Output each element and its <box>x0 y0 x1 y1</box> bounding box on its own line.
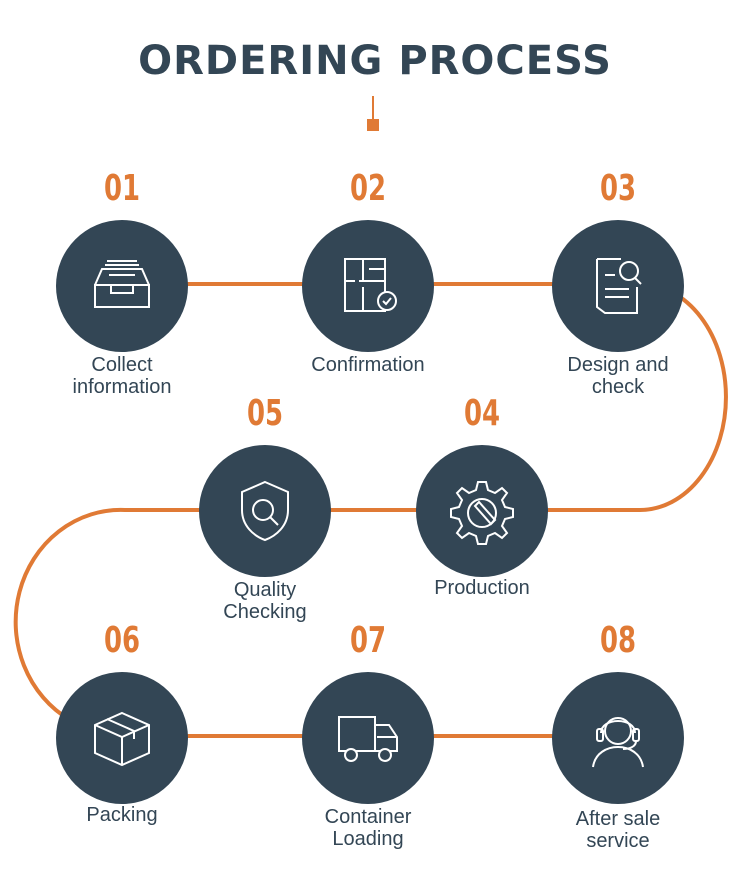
step-number: 06 <box>103 620 141 661</box>
step-circle <box>56 672 188 804</box>
step-number: 05 <box>246 393 284 434</box>
title-divider-line <box>372 96 374 120</box>
truck-icon <box>338 716 398 762</box>
headset-agent-icon <box>592 717 644 768</box>
step-label: Collect information <box>72 354 172 398</box>
step-circle <box>302 220 434 352</box>
gear-wrench-icon <box>450 481 514 545</box>
step-circle <box>302 672 434 804</box>
floor-plan-check-icon <box>344 258 397 312</box>
inbox-tray-icon <box>94 260 150 308</box>
step-circle <box>416 445 548 577</box>
step-circle <box>552 220 684 352</box>
document-search-icon <box>596 258 642 314</box>
step-circle <box>56 220 188 352</box>
page-title: ORDERING PROCESS <box>138 38 612 84</box>
step-number: 04 <box>463 393 501 434</box>
step-label: Container Loading <box>324 806 412 850</box>
step-label: After sale service <box>575 808 661 852</box>
step-label: Packing <box>86 804 158 826</box>
title-divider-square <box>367 119 379 131</box>
step-number: 03 <box>599 168 637 209</box>
step-label: Confirmation <box>311 354 425 376</box>
step-circle <box>552 672 684 804</box>
step-label: Design and check <box>567 354 669 398</box>
box-icon <box>94 711 150 767</box>
step-number: 02 <box>349 168 387 209</box>
step-number: 07 <box>349 620 387 661</box>
step-label: Production <box>434 577 530 599</box>
step-number: 01 <box>103 168 141 209</box>
step-label: Quality Checking <box>223 579 307 623</box>
step-number: 08 <box>599 620 637 661</box>
shield-search-icon <box>241 480 289 542</box>
step-circle <box>199 445 331 577</box>
connector-curve-left <box>13 507 265 722</box>
